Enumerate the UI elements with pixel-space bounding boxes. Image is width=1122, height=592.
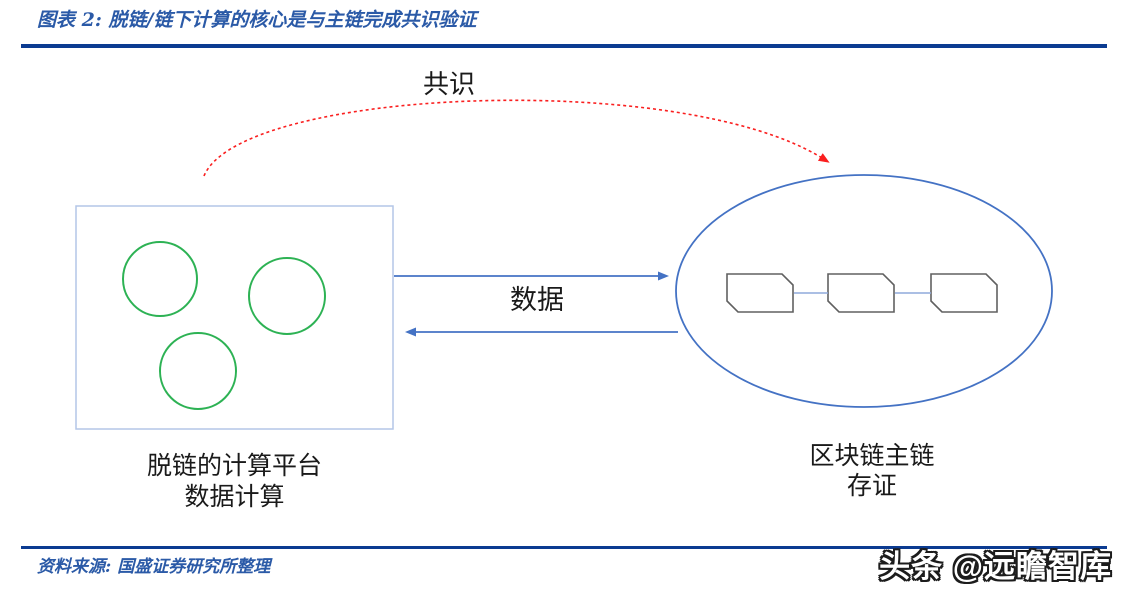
bottom-divider [21, 546, 1107, 549]
offchain-platform-caption: 脱链的计算平台 数据计算 [76, 451, 393, 513]
top-divider [21, 44, 1107, 48]
mainchain-caption-line2: 存证 [846, 472, 897, 500]
block-shape-2 [827, 273, 895, 313]
source-note: 资料来源: 国盛证券研究所整理 [37, 557, 271, 577]
offchain-caption-line2: 数据计算 [184, 483, 285, 511]
data-label: 数据 [510, 285, 564, 315]
block-shape-1 [726, 273, 794, 313]
toutiao-watermark: 头条 @远瞻智库 [879, 549, 1112, 584]
offchain-caption-line1: 脱链的计算平台 [146, 452, 322, 480]
mainchain-caption: 区块链主链 存证 [772, 441, 972, 501]
consensus-arrow [203, 99, 830, 177]
offchain-platform-box [75, 205, 394, 430]
figure-title: 图表 2: 脱链/链下计算的核心是与主链完成共识验证 [37, 9, 477, 31]
compute-node-circle-3 [159, 332, 237, 410]
compute-node-circle-2 [248, 257, 326, 335]
consensus-label: 共识 [422, 69, 475, 99]
block-shape-3 [930, 273, 998, 313]
compute-node-circle-1 [122, 241, 198, 317]
mainchain-caption-line1: 区块链主链 [809, 442, 935, 470]
